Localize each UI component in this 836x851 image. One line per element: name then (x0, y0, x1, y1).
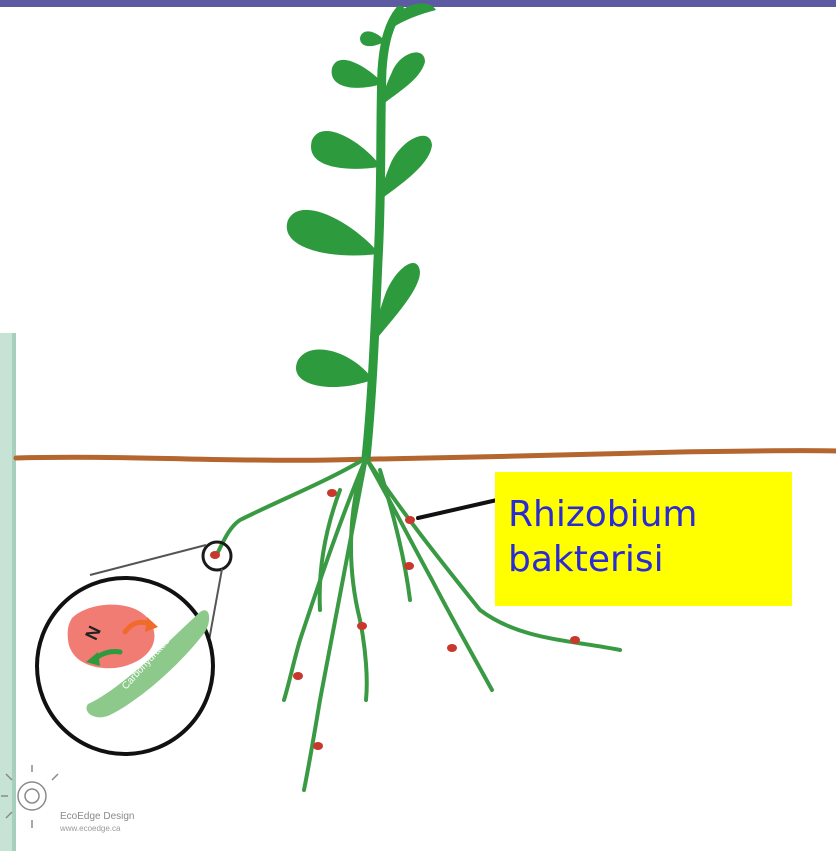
leaf-right-3 (382, 52, 425, 105)
nodule (313, 742, 323, 750)
nodule (447, 644, 457, 652)
credit-name: EcoEdge Design (60, 811, 160, 823)
leaf-left-1 (296, 350, 372, 388)
credit-block: EcoEdge Design www.ecoedge.ca (60, 811, 160, 834)
leaf-left-2 (287, 210, 378, 256)
leaf-right-2 (380, 136, 432, 200)
credit-url: www.ecoedge.ca (60, 823, 160, 834)
nodule (293, 672, 303, 680)
nodule (405, 516, 415, 524)
magnifier-connector-top (90, 545, 206, 575)
rhizobium-callout-box: Rhizobium bakterisi (495, 472, 792, 606)
nodule (357, 622, 367, 630)
nodule (570, 636, 580, 644)
sun-logo-icon (1, 765, 58, 828)
leaf-left-5 (360, 31, 384, 46)
nodule (327, 489, 337, 497)
soil-surface-line (16, 451, 836, 461)
nodule (210, 551, 220, 559)
rhizobium-callout-label: Rhizobium bakterisi (508, 492, 792, 582)
nodule (404, 562, 414, 570)
leaf-left-3 (311, 131, 380, 169)
callout-pointer-line (418, 500, 497, 518)
leaf-left-4 (332, 60, 382, 88)
